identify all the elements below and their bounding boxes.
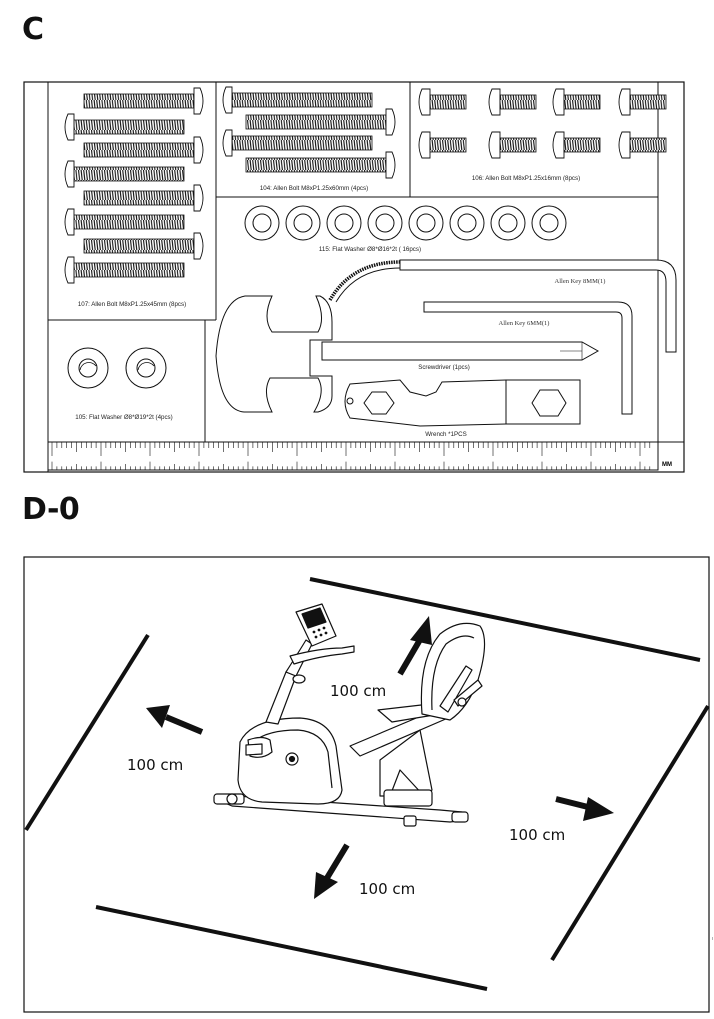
allen-key-6mm [423,301,633,415]
bolt-106 [488,88,537,116]
label-screwdriver: Screwdriver (1pcs) [418,364,470,371]
washer-115-group [244,205,567,241]
ruler-unit: MM [662,462,672,468]
label-bolt-106: 106: Allen Bolt M8xP1.25x16mm (8pcs) [472,175,580,182]
washer-115 [367,205,403,241]
washer-115 [326,205,362,241]
bolt-106 [418,131,467,159]
bolt-107 [83,136,204,164]
label-allen-key-6: Allen Key 6MM(1) [499,320,550,327]
page-edge-mark: ı [712,936,713,942]
bolt-106-group [418,88,667,159]
bolt-104 [222,129,373,157]
bolt-106 [418,88,467,116]
bolt-104 [222,86,373,114]
hex-wrench-large [215,295,333,413]
braided-strip [328,260,401,303]
wrench-1pcs [344,379,581,427]
bolt-104 [245,151,396,179]
label-allen-key-8: Allen Key 8MM(1) [555,278,606,285]
section-c-heading: C [22,12,44,47]
bolt-107 [64,160,185,188]
washer-105-group [67,347,167,389]
bolt-106 [488,131,537,159]
washer-115 [531,205,567,241]
washer-115 [244,205,280,241]
bolt-106 [618,131,667,159]
bolt-107-group [64,87,204,284]
clearance-bottom-label: 100 cm [359,880,415,898]
bolt-104 [245,108,396,136]
washer-115 [408,205,444,241]
section-d0-heading: D-0 [22,492,80,527]
arrow-right-icon [555,796,614,821]
bolt-106 [552,131,601,159]
clearance-frame [23,556,710,1013]
bolt-107 [64,113,185,141]
arrow-down-icon [314,843,350,899]
arrow-left-icon [146,705,204,735]
recumbent-bike-illustration [213,603,486,827]
bolt-107 [83,184,204,212]
arrow-up-icon [397,616,432,676]
label-bolt-104: 104: Allen Bolt M8xP1.25x60mm (4pcs) [260,185,368,192]
clearance-boundary-lines [24,577,710,991]
bolt-107 [83,232,204,260]
bolt-106 [618,88,667,116]
bolt-107 [83,87,204,115]
bolt-107 [64,256,185,284]
screwdriver [321,341,600,361]
measurement-ruler [47,441,659,471]
bolt-107 [64,208,185,236]
label-washer-105: 105: Flat Washer Ø8*Ø19*2t (4pcs) [75,414,172,421]
label-wrench: Wrench *1PCS [425,431,467,438]
washer-115 [285,205,321,241]
clearance-left-label: 100 cm [127,756,183,774]
clearance-right-label: 100 cm [509,826,565,844]
label-washer-115: 115: Flat Washer Ø8*Ø16*2t ( 16pcs) [319,246,421,253]
bolt-106 [552,88,601,116]
washer-115 [490,205,526,241]
allen-key-8mm [399,259,677,353]
clearance-top-label: 100 cm [330,682,386,700]
label-bolt-107: 107: Allen Bolt M8xP1.25x45mm (8pcs) [78,301,186,308]
washer-115 [449,205,485,241]
bolt-104-group [222,86,396,179]
